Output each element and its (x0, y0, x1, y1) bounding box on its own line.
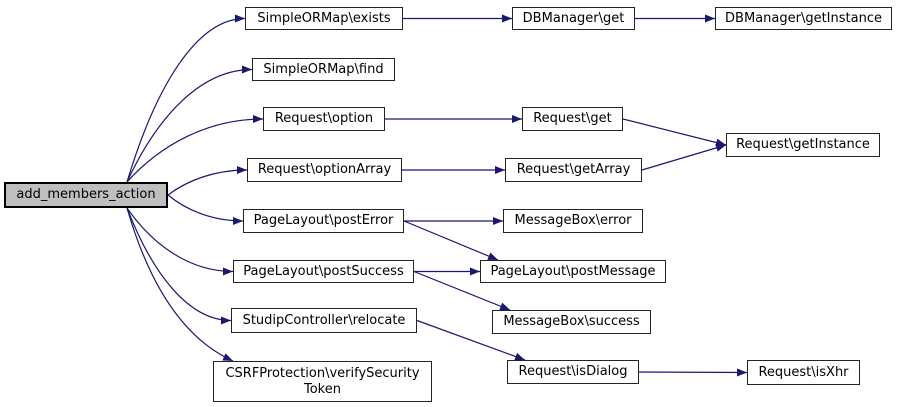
node-dbmanager_getinstance[interactable]: DBManager\getInstance (715, 7, 892, 30)
node-pagelayout_posterror[interactable]: PageLayout\postError (243, 209, 404, 233)
edge-studipcontroller_relocate-to-request_isdialog (416, 319, 526, 361)
edge-add_members_action-to-simpleormap_exists (126, 14, 246, 183)
node-request_getarray[interactable]: Request\getArray (505, 158, 642, 182)
node-request_option[interactable]: Request\option (263, 107, 385, 131)
node-request_get[interactable]: Request\get (522, 107, 623, 131)
edge-pagelayout_posterror-to-pagelayout_postmessage (403, 220, 499, 261)
node-simpleormap_find[interactable]: SimpleORMap\find (252, 58, 395, 81)
edge-add_members_action-to-simpleormap_find (126, 65, 253, 183)
node-messagebox_error[interactable]: MessageBox\error (503, 209, 643, 233)
node-pagelayout_postmessage[interactable]: PageLayout\postMessage (480, 260, 666, 283)
node-request_optionarray[interactable]: Request\optionArray (247, 158, 402, 182)
edge-request_getarray-to-request_getinstance (641, 144, 727, 171)
node-simpleormap_exists[interactable]: SimpleORMap\exists (245, 7, 403, 30)
node-csrf_verifysecuritytoken[interactable]: CSRFProtection\verifySecurity Token (213, 361, 432, 402)
edge-add_members_action-to-pagelayout_posterror (167, 194, 244, 225)
edge-add_members_action-to-csrf_verifysecuritytoken (126, 207, 234, 362)
edge-pagelayout_postsuccess-to-messagebox_success (413, 270, 511, 311)
edge-request_get-to-request_getinstance (622, 118, 727, 147)
edge-add_members_action-to-request_optionarray (167, 166, 248, 196)
edge-add_members_action-to-pagelayout_postsuccess (126, 207, 234, 276)
node-request_isdialog[interactable]: Request\isDialog (507, 360, 639, 384)
node-request_isxhr[interactable]: Request\isXhr (747, 360, 860, 385)
edge-add_members_action-to-request_option (126, 115, 264, 183)
node-request_getinstance[interactable]: Request\getInstance (726, 133, 880, 157)
node-messagebox_success[interactable]: MessageBox\success (492, 310, 651, 334)
edge-add_members_action-to-studipcontroller_relocate (126, 207, 232, 325)
node-studipcontroller_relocate[interactable]: StudipController\relocate (231, 308, 417, 333)
node-dbmanager_get[interactable]: DBManager\get (512, 7, 635, 30)
node-pagelayout_postsuccess[interactable]: PageLayout\postSuccess (233, 260, 414, 283)
node-add_members_action[interactable]: add_members_action (4, 182, 168, 208)
edge-request_isdialog-to-request_isxhr (638, 368, 748, 377)
